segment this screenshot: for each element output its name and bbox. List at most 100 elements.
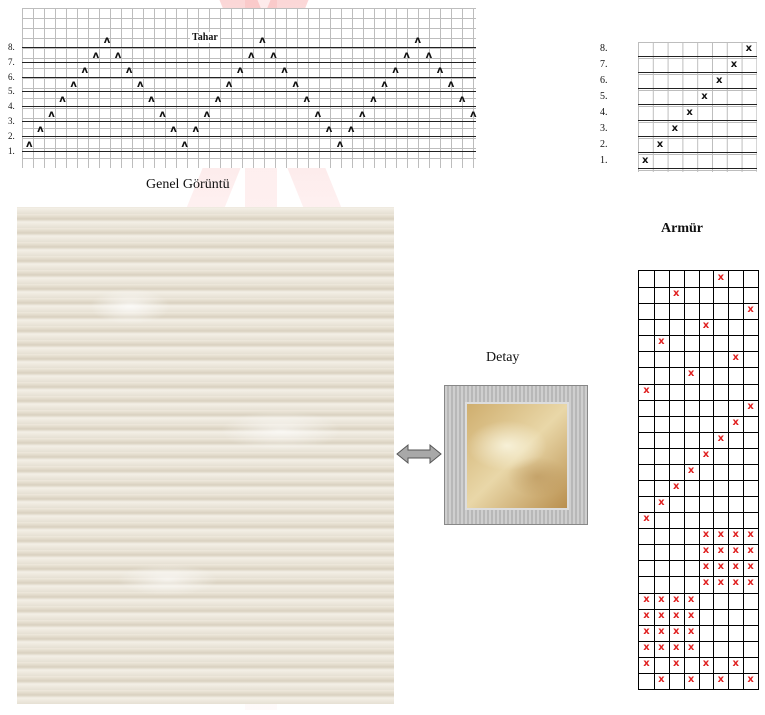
heddle-mark: ʌ <box>292 79 299 91</box>
armur-mark: x <box>717 432 725 444</box>
armur-mark: x <box>717 673 725 685</box>
small-row-line <box>638 120 757 121</box>
heddle-mark: ʌ <box>314 109 322 120</box>
small-row-label: 2. <box>600 139 608 150</box>
armur-mark: x <box>687 593 695 605</box>
heddle-mark: ʌ <box>392 64 399 76</box>
armur-mark: x <box>747 673 754 685</box>
heddle-mark: ʌ <box>403 49 410 61</box>
heddle-row-label: 1. <box>8 145 15 156</box>
heddle-mark: ʌ <box>359 109 366 120</box>
heddle-mark: ʌ <box>225 79 233 91</box>
small-mark: x <box>671 123 679 134</box>
detail-photo-frame <box>444 385 588 525</box>
armur-mark: x <box>687 609 695 621</box>
heddle-row-label: 5. <box>8 86 15 97</box>
armur-mark: x <box>702 577 710 589</box>
armur-mark: x <box>702 529 710 541</box>
heddle-mark: ʌ <box>370 94 377 106</box>
heddle-mark: ʌ <box>103 35 111 46</box>
armur-mark: x <box>747 545 754 557</box>
detail-photo <box>465 402 569 510</box>
armur-mark: x <box>658 609 665 621</box>
armur-mark: x <box>702 320 710 332</box>
heddle-line <box>22 47 476 48</box>
armur-mark: x <box>658 673 665 685</box>
heddle-mark: ʌ <box>281 64 288 76</box>
tahar-grid <box>22 8 476 168</box>
armur-mark: x <box>658 641 665 653</box>
armur-row-line <box>639 463 758 465</box>
armur-row-line <box>639 335 758 337</box>
small-pattern-grid <box>638 42 757 172</box>
heddle-mark: ʌ <box>470 109 477 120</box>
detay-caption: Detay <box>486 350 520 365</box>
armur-row-line <box>639 672 758 674</box>
armur-mark: x <box>732 545 739 557</box>
armur-mark: x <box>747 577 754 589</box>
armur-mark: x <box>717 272 725 283</box>
armur-mark: x <box>687 673 695 685</box>
armur-row-line <box>639 287 758 289</box>
armur-mark: x <box>672 481 680 492</box>
small-mark: x <box>656 139 664 150</box>
armur-mark: x <box>687 464 695 476</box>
armur-row-line <box>639 319 758 321</box>
armur-row-line <box>639 431 758 433</box>
heddle-mark: ʌ <box>436 64 444 76</box>
heddle-row-label: 8. <box>8 42 15 52</box>
armur-mark: x <box>658 497 665 509</box>
heddle-line <box>22 76 476 78</box>
heddle-mark: ʌ <box>37 123 44 135</box>
heddle-row-label: 7. <box>8 56 15 67</box>
heddle-mark: ʌ <box>381 79 388 91</box>
armur-mark: x <box>643 609 650 621</box>
armur-mark: x <box>672 657 680 669</box>
heddle-mark: ʌ <box>259 35 266 46</box>
heddle-mark: ʌ <box>336 138 344 150</box>
heddle-mark: ʌ <box>425 49 433 61</box>
small-row-label: 8. <box>600 43 608 54</box>
heddle-mark: ʌ <box>270 49 277 61</box>
armur-mark: x <box>672 625 680 637</box>
armur-row-line <box>639 592 758 594</box>
armur-mark: x <box>747 561 754 573</box>
armur-mark: x <box>672 288 680 300</box>
armur-mark: x <box>732 352 739 364</box>
heddle-mark: ʌ <box>458 94 466 106</box>
tahar-title: Tahar <box>190 32 220 43</box>
armur-row-line <box>639 512 758 514</box>
small-row-line <box>638 72 757 73</box>
armur-caption: Armür <box>661 221 703 236</box>
heddle-mark: ʌ <box>447 79 455 91</box>
heddle-mark: ʌ <box>192 123 200 135</box>
heddle-line <box>22 61 476 63</box>
armur-row-line <box>639 367 758 369</box>
armur-row-line <box>639 303 758 305</box>
small-row-line <box>638 104 757 105</box>
heddle-row-label: 6. <box>8 71 15 82</box>
heddle-row-label: 2. <box>8 130 15 141</box>
armur-mark: x <box>672 641 680 653</box>
heddle-mark: ʌ <box>303 94 311 106</box>
heddle-line <box>22 121 476 122</box>
heddle-mark: ʌ <box>125 64 133 76</box>
heddle-mark: ʌ <box>203 109 211 120</box>
heddle-mark: ʌ <box>347 123 355 135</box>
heddle-mark: ʌ <box>48 109 55 120</box>
armur-mark: x <box>643 384 650 396</box>
armur-mark: x <box>658 625 665 637</box>
armur-row-line <box>639 576 758 578</box>
armur-mark: x <box>658 593 665 605</box>
small-row-label: 5. <box>600 91 608 102</box>
armur-row-line <box>639 480 758 481</box>
armur-mark: x <box>687 625 695 637</box>
armur-mark: x <box>717 545 725 557</box>
heddle-mark: ʌ <box>59 94 66 106</box>
armur-mark: x <box>643 641 650 653</box>
small-row-label: 3. <box>600 123 608 134</box>
armur-row-line <box>639 447 758 449</box>
armur-mark: x <box>702 561 710 573</box>
heddle-mark: ʌ <box>137 79 144 91</box>
